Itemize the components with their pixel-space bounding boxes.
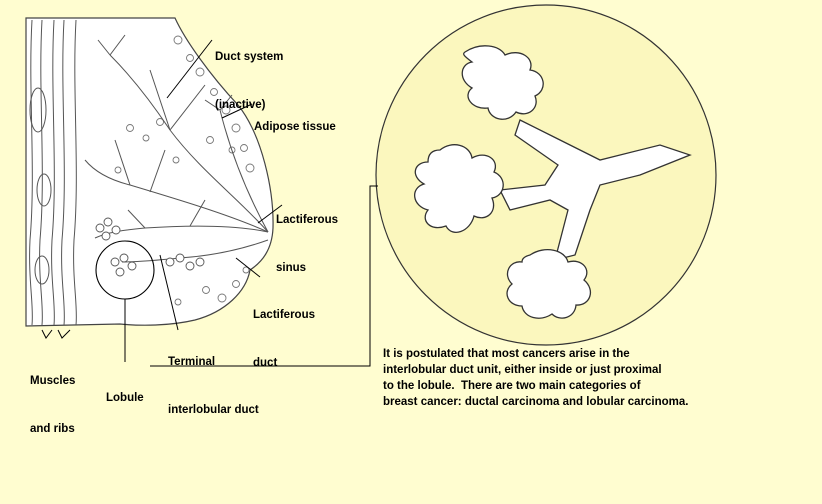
caption-line: breast cancer: ductal carcinoma and lobu… [383,396,689,408]
label-adipose-tissue: Adipose tissue [254,87,336,167]
magnified-view [375,4,717,346]
breast-tissue [25,17,274,327]
label-line: Adipose tissue [254,121,336,133]
label-line: and ribs [30,423,75,435]
label-line: Duct system [215,51,284,63]
label-lactiferous-duct: Lactiferous duct [253,275,315,403]
label-lobule: Lobule [106,358,144,438]
label-line: sinus [276,262,307,274]
label-line: Terminal [168,356,216,368]
label-duct-system: Duct system (inactive) [215,17,283,145]
muscles-and-ribs [29,19,77,326]
label-line: Lactiferous [276,214,338,226]
caption-line: interlobular duct unit, either inside or… [383,364,662,376]
label-lactiferous-sinus: Lactiferous sinus [276,180,338,308]
leader-lines [41,39,378,367]
label-line: duct [253,357,278,369]
label-line: Muscles [30,375,76,387]
caption-line: It is postulated that most cancers arise… [383,348,630,360]
duct-system [84,34,269,263]
lobule-clusters [95,217,205,277]
magnified-duct [414,45,692,319]
label-muscles-and-ribs: Muscles and ribs [30,341,75,469]
caption-text: It is postulated that most cancers arise… [383,346,803,410]
label-line: interlobular duct [168,404,259,416]
label-terminal-interlobular-duct: Terminal interlobular duct [168,322,259,450]
label-line: (inactive) [215,99,266,111]
caption-line: to the lobule. There are two main catego… [383,380,641,392]
adipose-tissue [114,35,255,306]
label-line: Lobule [106,392,144,404]
label-line: Lactiferous [253,309,315,321]
